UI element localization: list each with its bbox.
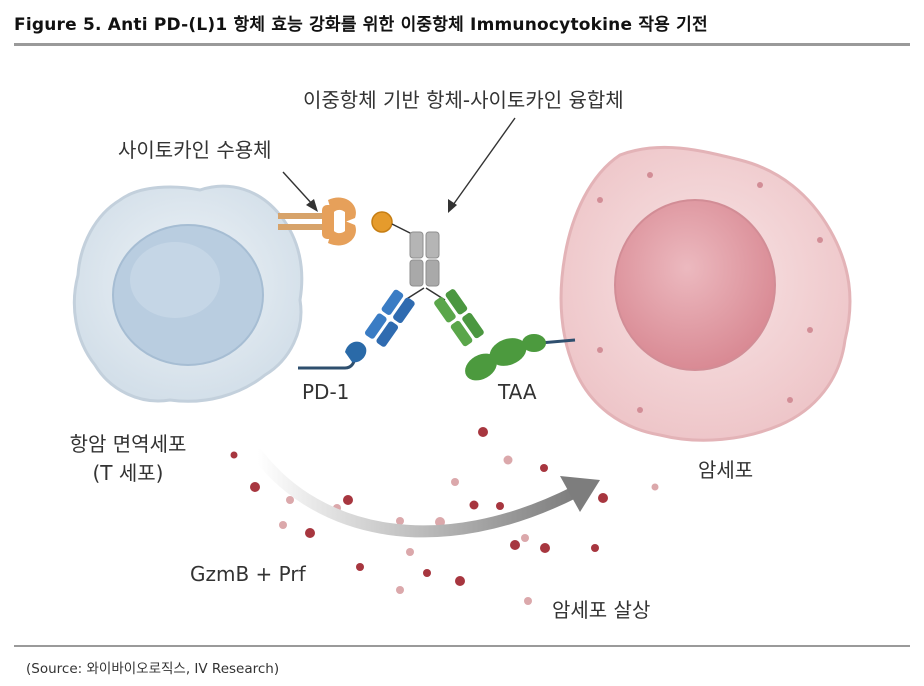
label-t-cell-line1: 항암 면역세포 [69,432,187,456]
cancer-cell-nucleus [614,199,776,371]
source-rule [14,645,910,647]
label-fusion-protein: 이중항체 기반 항체-사이토카인 융합체 [303,88,624,112]
label-taa: TAA [498,380,537,404]
title-rule [14,43,910,46]
t-cell [72,184,304,403]
label-t-cell: 항암 면역세포 (T 세포) [48,428,208,486]
taa-antigen [465,334,576,381]
source-note: (Source: 와이바이오로직스, IV Research) [26,661,280,677]
cytokine-receptor [278,197,356,246]
fab-green [434,289,484,347]
fab-blue [365,289,415,347]
cancer-cell [559,145,852,442]
label-t-cell-line2: (T 세포) [92,461,164,485]
cytokine [371,211,393,233]
figure-title: Figure 5. Anti PD-(L)1 항체 효능 강화를 위한 이중항체… [14,15,708,35]
label-cytokine-receptor: 사이토카인 수용체 [118,138,272,162]
label-gzmb-prf: GzmB + Prf [190,562,306,586]
pd1-receptor [298,341,367,370]
label-cancer-cell: 암세포 [698,458,754,482]
bispecific-antibody [365,231,484,347]
pointer-arrows [282,117,516,213]
label-cancer-killing: 암세포 살상 [552,598,651,622]
cytotoxic-arrow [252,449,600,538]
label-pd1: PD-1 [302,380,350,404]
